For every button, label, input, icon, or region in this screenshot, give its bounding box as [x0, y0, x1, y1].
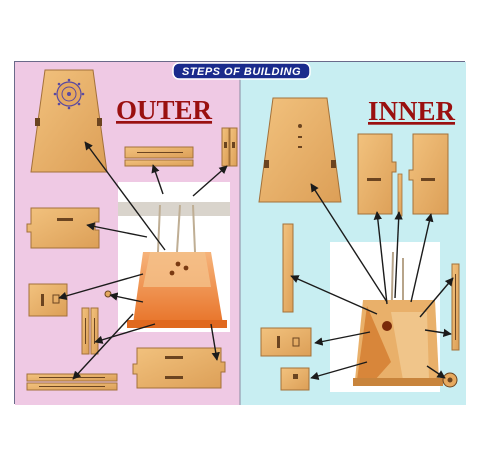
build-steps-diagram: STEPS OF BUILDING OUTER INNER	[15, 62, 466, 405]
diagram-frame: STEPS OF BUILDING OUTER INNER	[14, 61, 466, 405]
inner-right-strip-part	[451, 263, 460, 351]
outer-side-strips-part	[221, 127, 238, 167]
outer-bottom-strips-part	[26, 373, 118, 391]
outer-pin-part	[104, 290, 112, 298]
inner-side-panel-right-part	[408, 133, 449, 215]
inner-rod-part	[397, 173, 403, 217]
outer-side-panel-part	[26, 207, 100, 249]
inner-small-block-part	[280, 367, 310, 391]
inner-side-panel-left-part	[357, 133, 397, 215]
inner-arrows	[290, 183, 454, 380]
outer-heading: OUTER	[116, 95, 213, 125]
inner-knob-part	[442, 372, 458, 388]
outer-top-rail-part	[124, 146, 194, 167]
inner-small-panel-part	[260, 327, 312, 357]
outer-assembly-photo	[118, 182, 230, 332]
outer-small-block-part	[28, 283, 68, 317]
outer-base-panel-part	[132, 347, 226, 389]
inner-long-strip-part	[282, 223, 294, 313]
outer-thin-strips-part	[81, 307, 99, 355]
inner-assembly-photo	[330, 242, 443, 392]
banner-title: STEPS OF BUILDING	[182, 66, 301, 78]
outer-arrows	[58, 141, 228, 380]
title-banner: STEPS OF BUILDING	[172, 62, 311, 80]
inner-heading: INNER	[368, 96, 456, 126]
inner-front-panel-part	[258, 97, 342, 203]
